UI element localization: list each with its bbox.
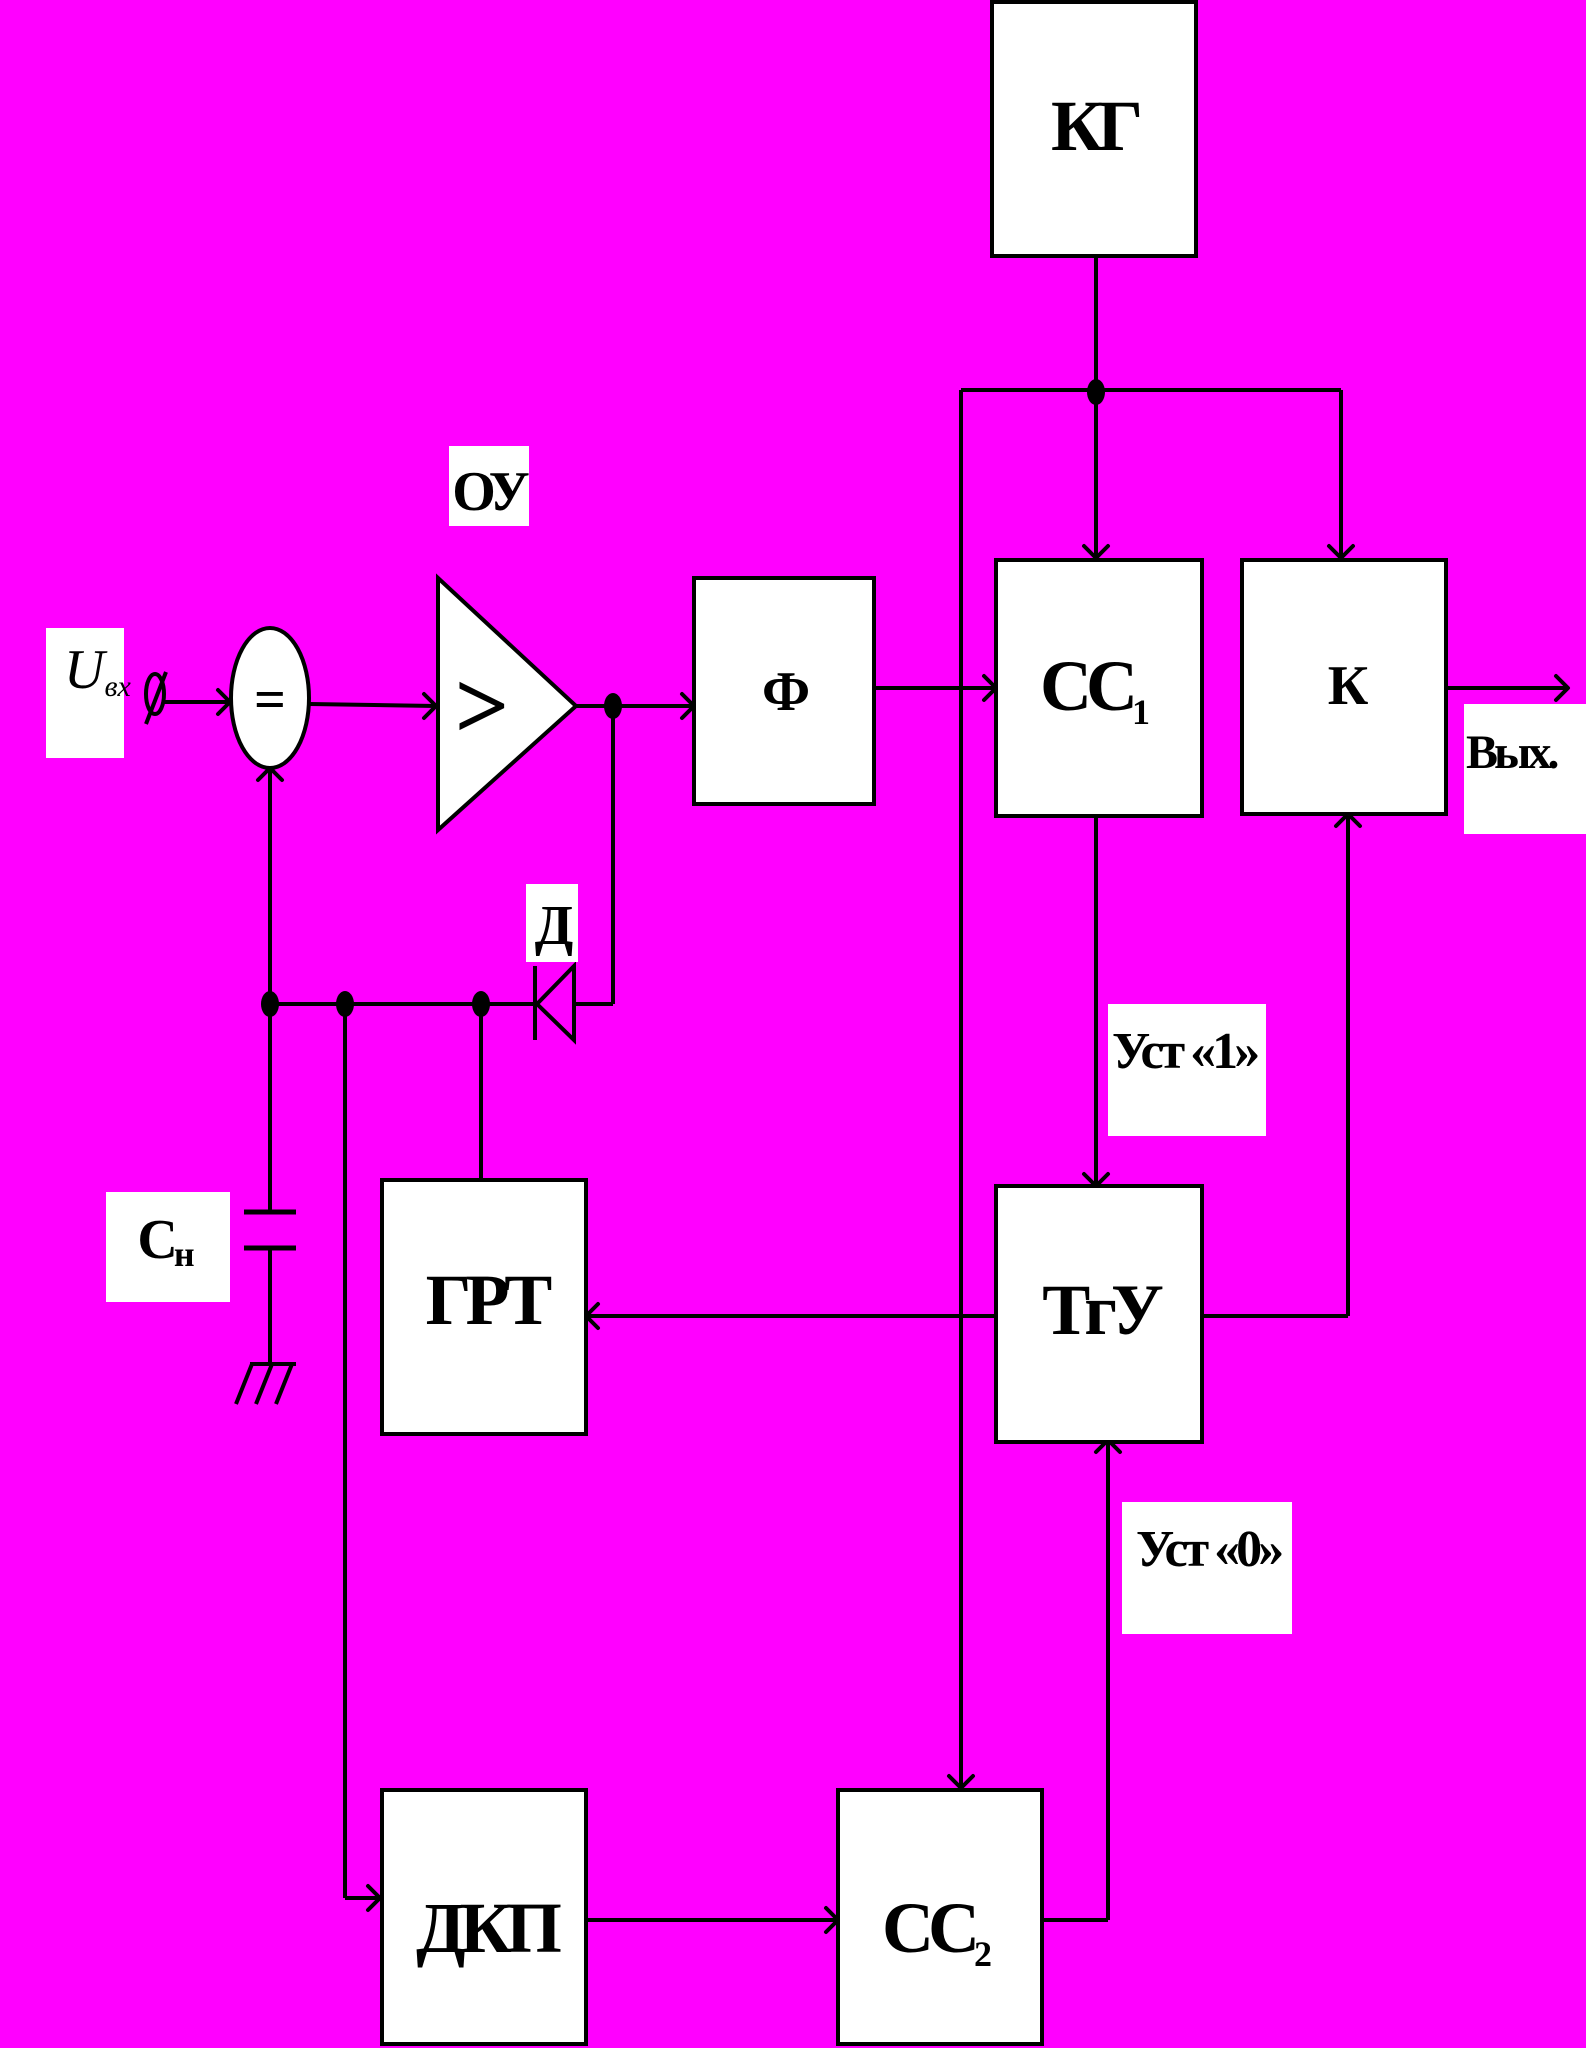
block-kg: КГ — [990, 0, 1198, 258]
block-cc1: СС1 — [994, 558, 1204, 818]
label-input: Uвх — [46, 628, 131, 758]
label-opamp-text: ОУ — [452, 461, 528, 523]
label-set-zero-text: Уст «0» — [1136, 1521, 1282, 1578]
capacitor-symbol — [244, 1209, 296, 1251]
arrow-output — [1554, 674, 1570, 702]
comparator: = — [229, 626, 311, 770]
block-cc2-label: СС2 — [882, 1888, 991, 1974]
wire-comp-amp — [309, 702, 437, 708]
block-grt-label: ГРТ — [426, 1260, 552, 1340]
amplifier: > — [436, 573, 579, 835]
label-set-one-text: Уст «1» — [1112, 1023, 1258, 1080]
label-diode-text: Д — [535, 895, 573, 957]
junction-amp-out — [604, 693, 622, 719]
block-f: Ф — [692, 576, 876, 806]
comparator-symbol: = — [254, 669, 286, 731]
junction-cap — [261, 991, 279, 1017]
block-tgu: ТгУ — [994, 1184, 1204, 1444]
block-tgu-label: ТгУ — [1042, 1270, 1163, 1350]
label-diode: Д — [526, 884, 578, 962]
junction-dkp — [336, 991, 354, 1017]
junctions — [261, 379, 1105, 1017]
block-k-label: К — [1328, 655, 1369, 717]
label-set-one: Уст «1» — [1108, 1004, 1266, 1136]
label-output: Вых. — [1464, 704, 1586, 834]
junction-clock — [1087, 379, 1105, 405]
label-set-zero: Уст «0» — [1122, 1502, 1292, 1634]
block-f-label: Ф — [762, 661, 808, 723]
wires — [146, 256, 1568, 1922]
block-grt: ГРТ — [380, 1178, 588, 1436]
block-kg-label: КГ — [1051, 86, 1139, 166]
ground-icon — [234, 1362, 296, 1405]
amplifier-symbol: > — [455, 652, 510, 759]
input-terminal — [144, 671, 168, 725]
junction-grt — [472, 991, 490, 1017]
label-output-text: Вых. — [1466, 726, 1557, 779]
block-cc2: СС2 — [836, 1788, 1044, 2046]
label-input-text: Uвх — [64, 639, 131, 703]
block-dkp-label: ДКП — [416, 1888, 561, 1968]
block-dkp: ДКП — [380, 1788, 588, 2046]
label-capacitor: Сн — [106, 1192, 230, 1302]
label-opamp: ОУ — [449, 446, 533, 526]
diode-symbol — [533, 961, 576, 1045]
block-k: К — [1240, 558, 1448, 816]
